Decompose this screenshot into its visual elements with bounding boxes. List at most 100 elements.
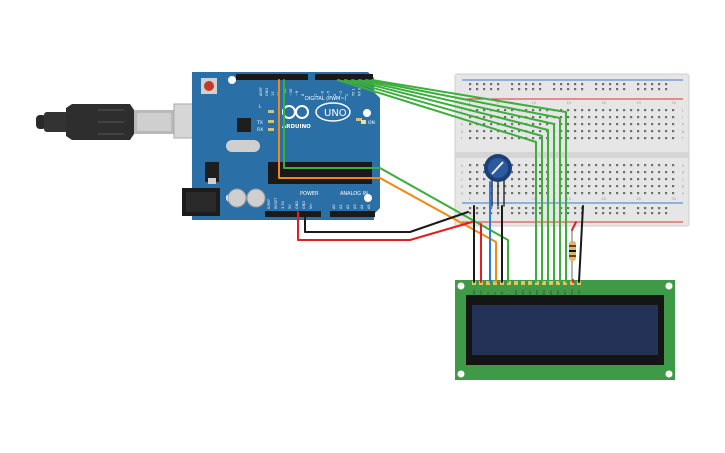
breadboard-hole[interactable] [665, 123, 668, 126]
breadboard-hole[interactable] [504, 192, 507, 195]
breadboard-hole[interactable] [539, 207, 542, 210]
breadboard-hole[interactable] [581, 83, 584, 86]
lcd-pin[interactable] [486, 281, 490, 285]
breadboard-hole[interactable] [483, 185, 486, 188]
breadboard-hole[interactable] [490, 116, 493, 119]
breadboard-hole[interactable] [630, 109, 633, 112]
breadboard-hole[interactable] [630, 171, 633, 174]
breadboard-hole[interactable] [518, 123, 521, 126]
breadboard-hole[interactable] [532, 83, 535, 86]
breadboard-hole[interactable] [567, 192, 570, 195]
breadboard-hole[interactable] [483, 130, 486, 133]
breadboard-hole[interactable] [469, 192, 472, 195]
breadboard-hole[interactable] [469, 123, 472, 126]
breadboard-hole[interactable] [574, 88, 577, 91]
breadboard-hole[interactable] [665, 185, 668, 188]
breadboard-hole[interactable] [532, 192, 535, 195]
wire-black-gnd[interactable] [304, 211, 469, 233]
breadboard-hole[interactable] [616, 123, 619, 126]
breadboard-hole[interactable] [651, 192, 654, 195]
breadboard-hole[interactable] [623, 207, 626, 210]
breadboard-hole[interactable] [532, 178, 535, 181]
breadboard-hole[interactable] [525, 88, 528, 91]
breadboard-hole[interactable] [644, 83, 647, 86]
breadboard-hole[interactable] [602, 116, 605, 119]
breadboard-hole[interactable] [574, 109, 577, 112]
breadboard-hole[interactable] [581, 137, 584, 140]
lcd-pin[interactable] [535, 281, 539, 285]
breadboard-hole[interactable] [539, 130, 542, 133]
breadboard-hole[interactable] [574, 116, 577, 119]
breadboard-hole[interactable] [623, 116, 626, 119]
breadboard-hole[interactable] [602, 109, 605, 112]
breadboard-hole[interactable] [672, 137, 675, 140]
breadboard-hole[interactable] [623, 137, 626, 140]
breadboard-hole[interactable] [637, 192, 640, 195]
breadboard-hole[interactable] [511, 116, 514, 119]
breadboard-hole[interactable] [616, 137, 619, 140]
breadboard-hole[interactable] [525, 185, 528, 188]
lcd-pin[interactable] [528, 281, 532, 285]
breadboard-hole[interactable] [595, 116, 598, 119]
breadboard-hole[interactable] [511, 88, 514, 91]
breadboard-hole[interactable] [616, 207, 619, 210]
breadboard-hole[interactable] [637, 185, 640, 188]
usb-cable[interactable] [36, 104, 174, 140]
breadboard-hole[interactable] [602, 212, 605, 215]
breadboard-hole[interactable] [560, 116, 563, 119]
breadboard-hole[interactable] [560, 123, 563, 126]
breadboard-hole[interactable] [588, 185, 591, 188]
breadboard-hole[interactable] [539, 116, 542, 119]
breadboard-hole[interactable] [616, 109, 619, 112]
breadboard-hole[interactable] [595, 164, 598, 167]
breadboard-hole[interactable] [560, 137, 563, 140]
breadboard-hole[interactable] [476, 109, 479, 112]
breadboard-hole[interactable] [651, 116, 654, 119]
breadboard-hole[interactable] [623, 192, 626, 195]
breadboard-hole[interactable] [497, 83, 500, 86]
breadboard-hole[interactable] [595, 212, 598, 215]
breadboard-hole[interactable] [483, 192, 486, 195]
breadboard-hole[interactable] [525, 207, 528, 210]
breadboard-hole[interactable] [623, 164, 626, 167]
breadboard-hole[interactable] [497, 109, 500, 112]
breadboard-hole[interactable] [658, 178, 661, 181]
breadboard-hole[interactable] [651, 164, 654, 167]
breadboard-hole[interactable] [476, 212, 479, 215]
breadboard-hole[interactable] [644, 207, 647, 210]
breadboard-hole[interactable] [637, 207, 640, 210]
breadboard-hole[interactable] [616, 171, 619, 174]
breadboard-hole[interactable] [469, 171, 472, 174]
breadboard-hole[interactable] [476, 164, 479, 167]
breadboard-hole[interactable] [497, 207, 500, 210]
breadboard-hole[interactable] [588, 109, 591, 112]
breadboard-hole[interactable] [469, 185, 472, 188]
breadboard-hole[interactable] [644, 123, 647, 126]
breadboard-hole[interactable] [630, 130, 633, 133]
wire-green-5[interactable] [344, 79, 543, 283]
breadboard-hole[interactable] [616, 116, 619, 119]
breadboard-hole[interactable] [567, 185, 570, 188]
breadboard-hole[interactable] [511, 137, 514, 140]
breadboard-hole[interactable] [637, 130, 640, 133]
breadboard-hole[interactable] [630, 116, 633, 119]
breadboard-hole[interactable] [581, 88, 584, 91]
breadboard-hole[interactable] [623, 83, 626, 86]
wire-green-7[interactable] [283, 79, 509, 283]
breadboard-hole[interactable] [609, 171, 612, 174]
breadboard-hole[interactable] [644, 137, 647, 140]
breadboard-hole[interactable] [574, 123, 577, 126]
breadboard-hole[interactable] [567, 109, 570, 112]
breadboard-hole[interactable] [616, 185, 619, 188]
wire-green-2[interactable] [365, 79, 561, 283]
breadboard-hole[interactable] [574, 164, 577, 167]
breadboard-hole[interactable] [665, 83, 668, 86]
breadboard-hole[interactable] [658, 88, 661, 91]
breadboard-hole[interactable] [665, 171, 668, 174]
lcd-pin[interactable] [493, 281, 497, 285]
breadboard-hole[interactable] [476, 88, 479, 91]
breadboard-hole[interactable] [476, 83, 479, 86]
breadboard-hole[interactable] [665, 192, 668, 195]
breadboard-hole[interactable] [637, 123, 640, 126]
breadboard-hole[interactable] [532, 212, 535, 215]
